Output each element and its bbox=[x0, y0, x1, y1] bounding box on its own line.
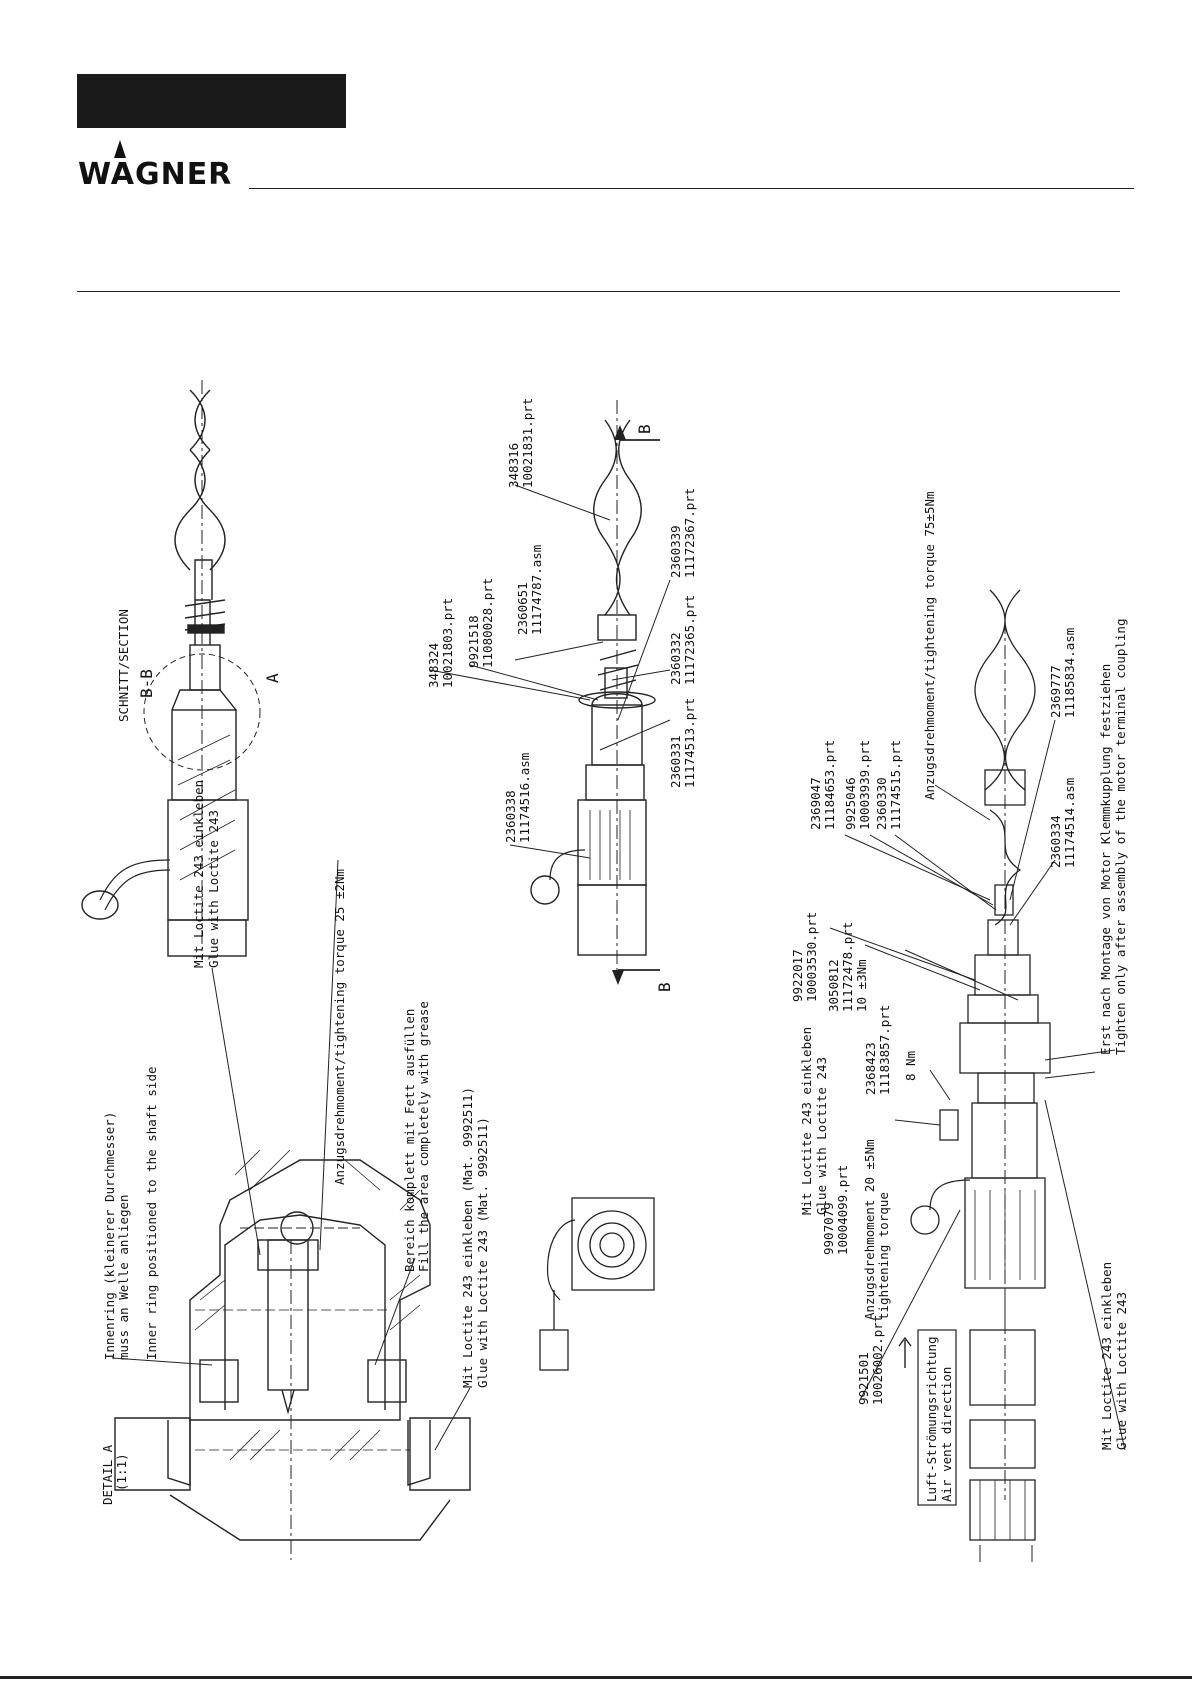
part-number: 348324 bbox=[426, 643, 441, 688]
part-file: 11172365.prt bbox=[682, 595, 697, 685]
detail-a-title: DETAIL A bbox=[100, 1444, 115, 1505]
part-number: 9921518 bbox=[466, 615, 481, 668]
exploded-view-drawing bbox=[910, 589, 1051, 1562]
part-file: 11174513.prt bbox=[682, 698, 697, 788]
section-bb-title: SCHNITT/SECTION bbox=[116, 609, 131, 722]
part-number: 2360331 bbox=[668, 735, 683, 788]
detail-a-scale: (1:1) bbox=[114, 1453, 129, 1491]
part-number: 2360330 bbox=[874, 777, 889, 830]
part-file: 10021831.prt bbox=[520, 398, 535, 488]
loctite-note-de: Mit Loctite 243 einkleben bbox=[191, 780, 206, 968]
loctite-mid-note-de: Mit Loctite 243 einkleben bbox=[799, 1027, 814, 1215]
air-direction-box bbox=[917, 1329, 957, 1506]
grease-note-en: Fill the area completely with grease bbox=[416, 1001, 431, 1272]
torque-25-note: Anzugsdrehmoment/tightening torque 25 ±2… bbox=[332, 869, 347, 1185]
part-number: 9921501 bbox=[856, 1352, 871, 1405]
detail-a-section-drawing bbox=[114, 1149, 471, 1560]
brand-name: WAGNER bbox=[78, 157, 233, 192]
air-direction-en: Air vent direction bbox=[939, 1367, 954, 1502]
loctite-note-en: Glue with Loctite 243 bbox=[206, 810, 221, 968]
part-number: 2360651 bbox=[515, 582, 530, 635]
part-file: 10003530.prt bbox=[804, 912, 819, 1002]
detail-a-marker: A bbox=[263, 673, 282, 683]
part-file: 11174514.asm bbox=[1062, 778, 1077, 868]
part-number: 9925046 bbox=[843, 777, 858, 830]
part-number: 9907079 bbox=[821, 1202, 836, 1255]
part-file: 11184653.prt bbox=[822, 740, 837, 830]
part-file: 11172478.prt bbox=[840, 922, 855, 1012]
part-number: 2368423 bbox=[863, 1042, 878, 1095]
connector-view-drawing bbox=[539, 1197, 655, 1371]
loctite-mat-note-en: Glue with Loctite 243 (Mat. 9992511) bbox=[475, 1117, 490, 1388]
part-file: 10021803.prt bbox=[440, 598, 455, 688]
header-rule-bottom bbox=[77, 291, 1120, 292]
part-number: 3050812 bbox=[826, 959, 841, 1012]
loctite-bottom-note-de: Mit Loctite 243 einkleben bbox=[1099, 1262, 1114, 1450]
tighten-note-en: Tighten only after assembly of the motor… bbox=[1113, 619, 1128, 1056]
part-file: 10003939.prt bbox=[857, 740, 872, 830]
section-marker-top: B bbox=[635, 424, 654, 434]
part-file: 10026002.prt bbox=[870, 1315, 885, 1405]
exploded-view-leaders bbox=[829, 719, 1126, 1451]
section-bb-subtitle: B-B bbox=[137, 669, 156, 698]
inner-ring-note-en: Inner ring positioned to the shaft side bbox=[144, 1067, 159, 1361]
torque-75-note: Anzugsdrehmoment/tightening torque 75±5N… bbox=[922, 491, 937, 800]
grease-note-de: Bereich komplett mit Fett ausfüllen bbox=[402, 1009, 417, 1272]
logo-triangle-icon bbox=[114, 140, 126, 158]
side-view-leaders bbox=[429, 484, 671, 859]
inner-ring-note-de-1: Innenring (kleinerer Durchmesser) bbox=[102, 1112, 117, 1360]
loctite-bottom-note-en: Glue with Loctite 243 bbox=[1114, 1292, 1129, 1450]
part-number: 2360332 bbox=[668, 632, 683, 685]
inner-ring-note-de-2: muss an Welle anliegen bbox=[116, 1194, 131, 1360]
torque-20-note: Anzugsdrehmoment 20 ±5Nm bbox=[862, 1139, 877, 1320]
part-number: 2369047 bbox=[808, 777, 823, 830]
header-rule-top bbox=[249, 188, 1134, 189]
part-file: 11174516.asm bbox=[517, 753, 532, 843]
wagner-logo: WAGNER bbox=[78, 138, 248, 190]
torque-10-note: 10 ±3Nm bbox=[854, 959, 869, 1012]
part-number: 348316 bbox=[506, 443, 521, 488]
section-marker-bottom: B bbox=[655, 982, 674, 992]
part-file: 10004099.prt bbox=[835, 1165, 850, 1255]
part-file: 11185834.asm bbox=[1062, 628, 1077, 718]
torque-20-note-en: tightening torque bbox=[876, 1192, 891, 1320]
part-number: 2360339 bbox=[668, 525, 683, 578]
loctite-mid-note-en: Glue with Loctite 243 bbox=[814, 1057, 829, 1215]
side-view-drawing bbox=[530, 400, 660, 985]
loctite-mat-note-de: Mit Loctite 243 einkleben (Mat. 9992511) bbox=[460, 1087, 475, 1388]
air-direction-de: Luft-Strömungsrichtung bbox=[924, 1336, 939, 1502]
air-direction-arrow-icon bbox=[898, 1336, 912, 1368]
detail-a-leaders bbox=[111, 859, 471, 1451]
part-file: 11172367.prt bbox=[682, 488, 697, 578]
tighten-note-de: Erst nach Montage von Motor Klemmkupplun… bbox=[1098, 664, 1113, 1055]
part-number: 9922017 bbox=[790, 949, 805, 1002]
part-file: 11080028.prt bbox=[480, 578, 495, 668]
part-file: 11174515.prt bbox=[888, 740, 903, 830]
part-file: 11174787.asm bbox=[529, 545, 544, 635]
part-number: 2360338 bbox=[503, 790, 518, 843]
part-number: 2369777 bbox=[1048, 665, 1063, 718]
footer-rule bbox=[0, 1676, 1192, 1679]
section-bb-drawing bbox=[81, 380, 261, 960]
part-file: 11183857.prt bbox=[877, 1005, 892, 1095]
header-black-bar bbox=[77, 74, 346, 128]
part-number: 2360334 bbox=[1048, 815, 1063, 868]
torque-8-note: 8 Nm bbox=[903, 1051, 918, 1081]
